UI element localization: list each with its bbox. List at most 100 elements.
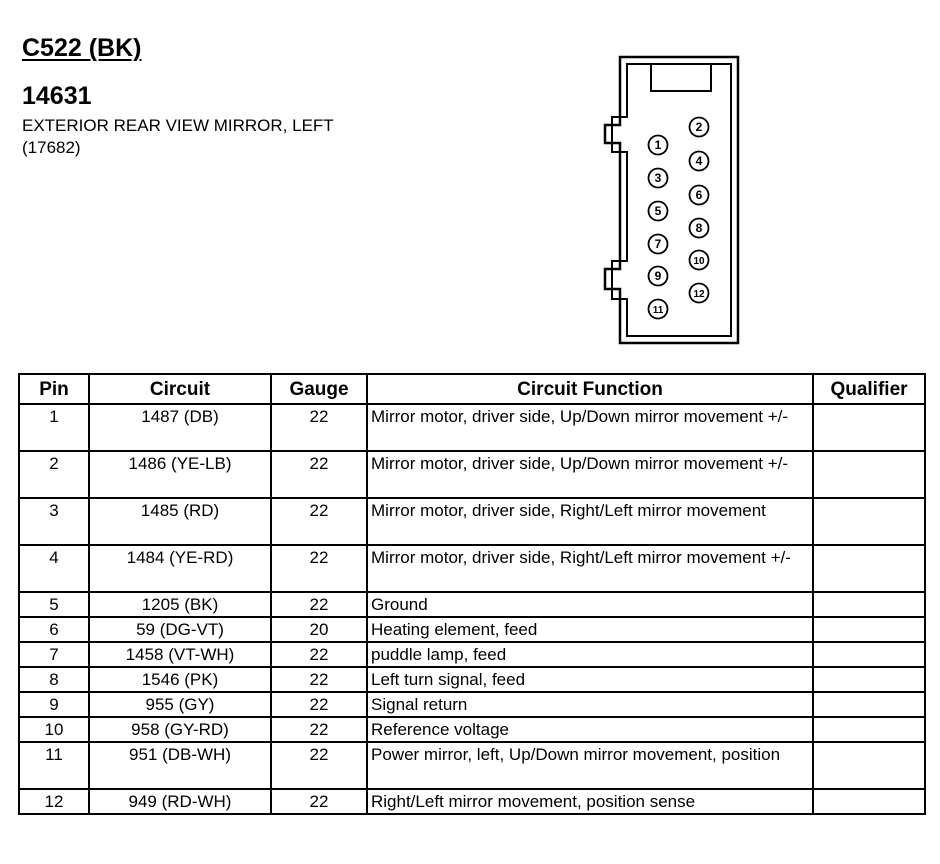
circuit-cell: 59 (DG-VT) xyxy=(88,616,272,643)
function-cell: Heating element, feed xyxy=(366,616,814,643)
svg-text:4: 4 xyxy=(696,154,703,168)
description-line: EXTERIOR REAR VIEW MIRROR, LEFT xyxy=(22,116,334,135)
qualifier-cell xyxy=(812,788,926,815)
pin-cell: 7 xyxy=(18,641,90,668)
table-row: 6 59 (DG-VT) 20 Heating element, feed xyxy=(18,616,926,643)
pin-5: 5 xyxy=(647,200,669,222)
gauge-cell: 22 xyxy=(270,691,368,718)
connector-inner-wall xyxy=(611,63,732,337)
function-cell: Mirror motor, driver side, Right/Left mi… xyxy=(366,497,814,546)
svg-text:10: 10 xyxy=(693,256,705,267)
circuit-cell: 1205 (BK) xyxy=(88,591,272,618)
table-row: 10 958 (GY-RD) 22 Reference voltage xyxy=(18,716,926,743)
svg-text:8: 8 xyxy=(696,221,703,235)
pin-cell: 8 xyxy=(18,666,90,693)
gauge-cell: 22 xyxy=(270,788,368,815)
circuit-cell: 1458 (VT-WH) xyxy=(88,641,272,668)
gauge-cell: 22 xyxy=(270,544,368,593)
pin-2: 2 xyxy=(688,116,710,138)
table-row: 3 1485 (RD) 22 Mirror motor, driver side… xyxy=(18,497,926,546)
pin-cell: 9 xyxy=(18,691,90,718)
table-row: 8 1546 (PK) 22 Left turn signal, feed xyxy=(18,666,926,693)
pin-cell: 1 xyxy=(18,403,90,452)
qualifier-cell xyxy=(812,591,926,618)
qualifier-cell xyxy=(812,403,926,452)
circuit-cell: 955 (GY) xyxy=(88,691,272,718)
qualifier-cell xyxy=(812,497,926,546)
pin-1: 1 xyxy=(647,134,669,156)
gauge-cell: 22 xyxy=(270,403,368,452)
pin-cell: 4 xyxy=(18,544,90,593)
pin-cell: 3 xyxy=(18,497,90,546)
svg-text:2: 2 xyxy=(696,120,703,134)
svg-text:3: 3 xyxy=(655,171,662,185)
function-cell: Mirror motor, driver side, Right/Left mi… xyxy=(366,544,814,593)
pin-cell: 11 xyxy=(18,741,90,790)
table-row: 2 1486 (YE-LB) 22 Mirror motor, driver s… xyxy=(18,450,926,499)
svg-text:7: 7 xyxy=(655,237,662,251)
qualifier-cell xyxy=(812,544,926,593)
column-header-pin: Pin xyxy=(18,373,90,405)
pin-9: 9 xyxy=(647,265,669,287)
pin-cell: 12 xyxy=(18,788,90,815)
connector-description: EXTERIOR REAR VIEW MIRROR, LEFT (17682) xyxy=(22,115,334,159)
qualifier-cell xyxy=(812,666,926,693)
gauge-cell: 22 xyxy=(270,591,368,618)
function-cell: Ground xyxy=(366,591,814,618)
gauge-cell: 20 xyxy=(270,616,368,643)
circuit-cell: 1485 (RD) xyxy=(88,497,272,546)
pin-3: 3 xyxy=(647,167,669,189)
function-cell: Power mirror, left, Up/Down mirror movem… xyxy=(366,741,814,790)
qualifier-cell xyxy=(812,616,926,643)
pin-cell: 5 xyxy=(18,591,90,618)
function-cell: puddle lamp, feed xyxy=(366,641,814,668)
qualifier-cell xyxy=(812,741,926,790)
circuit-cell: 1484 (YE-RD) xyxy=(88,544,272,593)
pin-4: 4 xyxy=(688,150,710,172)
table-row: 9 955 (GY) 22 Signal return xyxy=(18,691,926,718)
function-cell: Left turn signal, feed xyxy=(366,666,814,693)
table-row: 5 1205 (BK) 22 Ground xyxy=(18,591,926,618)
function-cell: Mirror motor, driver side, Up/Down mirro… xyxy=(366,450,814,499)
gauge-cell: 22 xyxy=(270,450,368,499)
gauge-cell: 22 xyxy=(270,716,368,743)
pin-6: 6 xyxy=(688,184,710,206)
table-row: 12 949 (RD-WH) 22 Right/Left mirror move… xyxy=(18,788,926,815)
qualifier-cell xyxy=(812,641,926,668)
pin-10: 10 xyxy=(688,249,710,271)
pin-cell: 2 xyxy=(18,450,90,499)
table-row: 11 951 (DB-WH) 22 Power mirror, left, Up… xyxy=(18,741,926,790)
description-line: (17682) xyxy=(22,138,81,157)
qualifier-cell xyxy=(812,716,926,743)
connector-housing xyxy=(603,55,740,345)
gauge-cell: 22 xyxy=(270,641,368,668)
gauge-cell: 22 xyxy=(270,666,368,693)
circuit-cell: 1546 (PK) xyxy=(88,666,272,693)
connector-latch xyxy=(650,63,712,92)
qualifier-cell xyxy=(812,450,926,499)
table-row: 7 1458 (VT-WH) 22 puddle lamp, feed xyxy=(18,641,926,668)
table-row: 4 1484 (YE-RD) 22 Mirror motor, driver s… xyxy=(18,544,926,593)
gauge-cell: 22 xyxy=(270,741,368,790)
svg-text:6: 6 xyxy=(696,188,703,202)
part-number: 14631 xyxy=(22,82,92,110)
pin-cell: 6 xyxy=(18,616,90,643)
function-cell: Signal return xyxy=(366,691,814,718)
connector-id: C522 (BK) xyxy=(22,34,142,62)
pin-11: 11 xyxy=(647,298,669,320)
svg-text:1: 1 xyxy=(655,138,662,152)
table-row: 1 1487 (DB) 22 Mirror motor, driver side… xyxy=(18,403,926,452)
circuit-cell: 1487 (DB) xyxy=(88,403,272,452)
circuit-cell: 1486 (YE-LB) xyxy=(88,450,272,499)
column-header-circuit: Circuit xyxy=(88,373,272,405)
function-cell: Right/Left mirror movement, position sen… xyxy=(366,788,814,815)
pin-12: 12 xyxy=(688,282,710,304)
function-cell: Mirror motor, driver side, Up/Down mirro… xyxy=(366,403,814,452)
pin-cell: 10 xyxy=(18,716,90,743)
qualifier-cell xyxy=(812,691,926,718)
pinout-table: Pin Circuit Gauge Circuit Function Quali… xyxy=(18,373,926,815)
circuit-cell: 951 (DB-WH) xyxy=(88,741,272,790)
svg-text:12: 12 xyxy=(693,289,705,300)
